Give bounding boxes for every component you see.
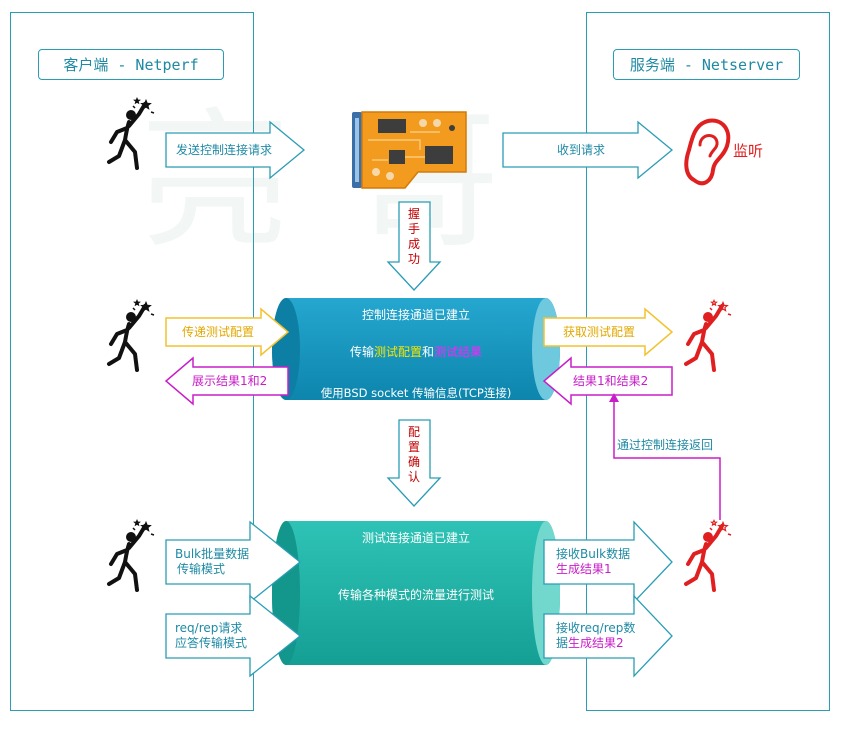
client-person-2-icon	[107, 299, 155, 372]
return-via-label: 通过控制连接返回	[617, 438, 714, 453]
return-connector	[613, 395, 721, 520]
listen-label: 监听	[733, 142, 764, 160]
handshake-label: 握手 成功	[407, 207, 420, 266]
config-highlight: 测试配置	[373, 345, 422, 359]
get-config-label: 获取测试配置	[563, 325, 636, 339]
test-pipe-body: 传输各种模式的流量进行测试	[337, 588, 494, 602]
send-request-arrow	[165, 120, 306, 180]
reqrep-label: req/rep请求应答传输模式	[175, 621, 248, 650]
recv-bulk-label: 接收Bulk数据生成结果1	[556, 547, 631, 576]
server-person-2-icon	[684, 519, 732, 592]
results-arrow	[542, 356, 673, 406]
result-highlight: 测试结果	[434, 345, 483, 359]
server-person-1-icon	[684, 299, 732, 372]
recv-reqrep-arrow	[543, 594, 673, 678]
server-title: 服务端 - Netserver	[613, 49, 800, 80]
control-pipe-line2: 传输测试配置和测试结果	[349, 345, 483, 359]
control-pipe-title: 控制连接通道已建立	[361, 308, 470, 322]
show-results-arrow	[164, 356, 289, 406]
ear-icon	[684, 118, 731, 186]
test-pipe-title: 测试连接通道已建立	[361, 531, 470, 545]
receive-request-label: 收到请求	[557, 143, 606, 157]
circuit-board-icon	[352, 111, 467, 189]
client-panel	[10, 12, 254, 711]
get-config-arrow	[543, 307, 674, 357]
bulk-arrow	[165, 520, 302, 604]
recv-reqrep-label: 接收req/rep数 据生成结果2	[556, 621, 636, 650]
show-results-label: 展示结果1和2	[192, 374, 268, 388]
receive-request-arrow	[502, 120, 674, 180]
client-title: 客户端 - Netperf	[38, 49, 224, 80]
server-panel	[586, 12, 830, 711]
client-person-3-icon	[107, 519, 155, 592]
bulk-label: Bulk批量数据传输模式	[175, 547, 250, 576]
pass-config-arrow	[165, 307, 290, 357]
config-confirm-label: 配置 确认	[407, 425, 420, 484]
config-confirm-arrow	[386, 419, 442, 507]
recv-bulk-arrow	[543, 520, 673, 604]
send-request-label: 发送控制连接请求	[176, 143, 273, 157]
client-person-1-icon	[107, 97, 155, 170]
pass-config-label: 传递测试配置	[182, 325, 255, 339]
results-label: 结果1和结果2	[573, 374, 649, 388]
reqrep-arrow	[165, 594, 302, 678]
handshake-arrow	[386, 201, 442, 291]
control-pipe-line3: 使用BSD socket 传输信息(TCP连接)	[320, 386, 512, 400]
